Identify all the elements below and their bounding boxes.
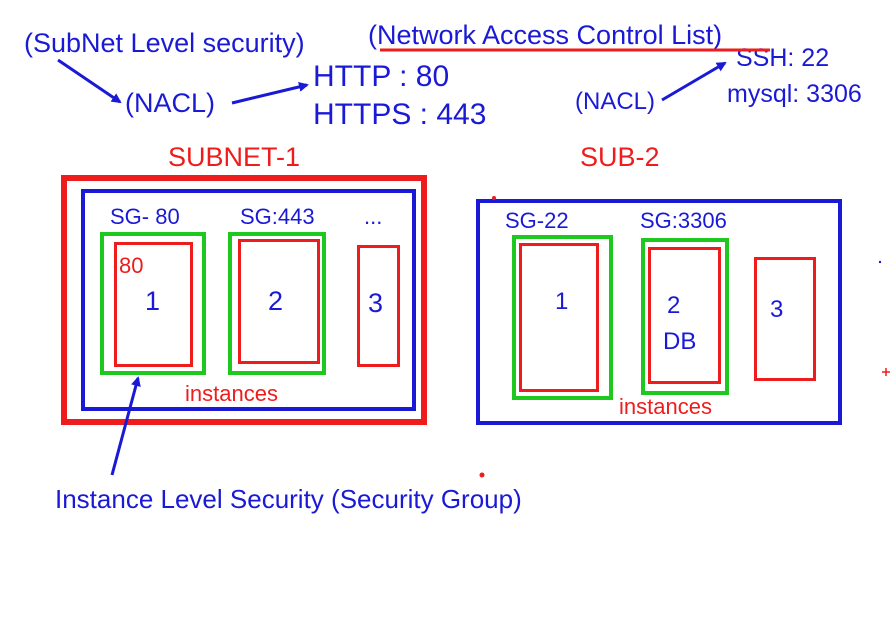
nacl-to-http-arrow (231, 82, 309, 105)
subnet1-more-ellipsis: ... (364, 204, 383, 229)
subnet1-instance3 (357, 245, 400, 367)
subnet1-sg443-label: SG:443 (240, 204, 315, 229)
nacl-label-left: (NACL) (125, 88, 216, 118)
subnet2-instance1-number: 1 (555, 288, 569, 315)
subnet2-vpc-border (476, 199, 842, 425)
subnet1-instance2 (238, 239, 320, 364)
subnet2-label: SUB-2 (580, 142, 660, 172)
subnet1-sg80-label: SG- 80 (110, 204, 180, 229)
subnet2-instance3 (754, 257, 816, 381)
http-port-note: HTTP : 80 (313, 60, 450, 93)
nacl-title: (Network Access Control List) (368, 20, 723, 50)
mysql-port-note: mysql: 3306 (727, 80, 862, 108)
subnet2-sg3306-group (641, 238, 729, 395)
subnet-level-arrow (57, 58, 122, 104)
subnet1-vpc-border (81, 189, 416, 411)
https-port-note: HTTPS : 443 (313, 98, 487, 131)
subnet2-instance2-db (648, 247, 721, 384)
subnet1-instance1-port: 80 (119, 253, 144, 278)
stray-plus-mark (882, 368, 890, 376)
subnet1-instance1 (114, 242, 193, 367)
stray-dot-top (492, 196, 496, 200)
subnet1-sg80-group (100, 232, 206, 375)
subnet1-nacl-border (61, 175, 427, 425)
subnet1-instance3-number: 3 (368, 288, 384, 318)
subnet2-instance2-db-label: DB (663, 328, 697, 355)
subnet1-sg443-group (228, 232, 326, 375)
subnet1-label: SUBNET-1 (168, 142, 301, 172)
subnet1-instances-label: instances (185, 381, 278, 406)
subnet2-sg3306-label: SG:3306 (640, 208, 727, 233)
subnet1-instance1-number: 1 (145, 286, 161, 316)
stray-dot-bottom (479, 472, 485, 478)
stray-dot-right (878, 260, 882, 264)
instance-level-arrow (110, 376, 141, 476)
subnet1-instance2-number: 2 (268, 286, 284, 316)
nacl-to-ssh-arrow (661, 61, 727, 102)
subnet2-sg22-label: SG-22 (505, 208, 569, 233)
subnet2-instance2-number: 2 (667, 292, 681, 319)
nacl-label-right: (NACL) (575, 88, 656, 115)
instance-level-security-note: Instance Level Security (Security Group) (55, 484, 522, 514)
subnet2-instance3-number: 3 (770, 296, 784, 323)
subnet2-instances-label: instances (619, 394, 712, 419)
subnet-level-security-note: (SubNet Level security) (24, 28, 305, 58)
subnet2-instance1 (519, 243, 599, 392)
subnet2-sg22-group (512, 235, 613, 400)
